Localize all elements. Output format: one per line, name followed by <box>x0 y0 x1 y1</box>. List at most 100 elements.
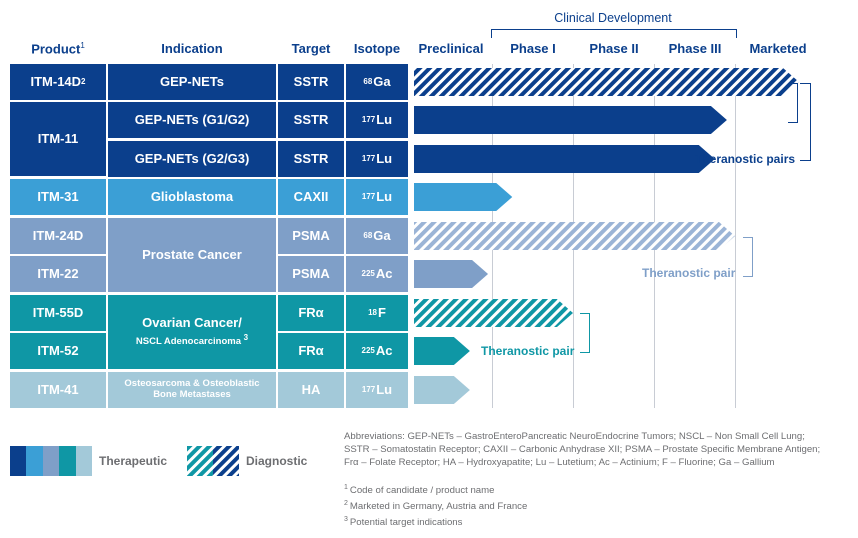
swatch-navy <box>10 446 27 476</box>
legend-diagnostic-label: Diagnostic <box>246 454 308 468</box>
product-itm-11: ITM-11 <box>10 102 106 176</box>
theranostic-pairs-label: Theranostic pairs <box>695 152 796 166</box>
isotope-element: Ac <box>375 342 393 358</box>
product-note: 2 <box>81 77 86 87</box>
isotope-element: Lu <box>376 150 393 166</box>
legend-therapeutic-label: Therapeutic <box>99 454 168 468</box>
product-label: ITM-11 <box>37 130 79 146</box>
target-cell: FRα <box>278 333 344 369</box>
indication-osteosarcoma: Osteosarcoma & Osteoblastic Bone Metasta… <box>108 372 276 408</box>
header-phase-2: Phase II <box>589 41 639 56</box>
progress-arrow-7 <box>414 337 470 365</box>
progress-arrow-1 <box>414 106 727 134</box>
legend-therapeutic-swatches <box>10 446 93 476</box>
target-cell: SSTR <box>278 141 344 177</box>
indication-glioblastoma: Glioblastoma <box>108 179 276 215</box>
grid-line-marketed <box>735 64 736 408</box>
abbreviations-line: Abbreviations: GEP-NETs – GastroEnteroPa… <box>344 431 805 442</box>
swatch-grey-blue <box>42 446 60 476</box>
footnote-number: 1 <box>344 484 348 491</box>
isotope-element: F <box>377 304 386 320</box>
product-label: ITM-55D <box>32 304 84 320</box>
bracket-gep-inner <box>788 83 798 123</box>
header-phase-4: Marketed <box>749 41 807 56</box>
clinical-development-bracket <box>491 29 737 38</box>
header-phase-0: Preclinical <box>418 41 484 56</box>
target-cell: HA <box>278 372 344 408</box>
product-label: ITM-14D <box>30 73 82 89</box>
product-itm-55d: ITM-55D <box>10 295 106 331</box>
isotope-element: Lu <box>376 188 393 204</box>
header-clinical-development: Clinical Development <box>554 11 672 25</box>
indication-ovarian-cancer: Ovarian Cancer/ NSCL Adenocarcinoma 3 <box>108 295 276 369</box>
footnote-text: Code of candidate / product name <box>349 485 495 497</box>
progress-arrow-4 <box>414 222 735 250</box>
isotope-element: Lu <box>376 381 393 397</box>
isotope-mass: 18 <box>368 308 377 318</box>
product-itm-24d: ITM-24D <box>10 218 106 254</box>
progress-arrow-6 <box>414 299 573 327</box>
isotope-element: Lu <box>376 111 393 127</box>
product-itm-31: ITM-31 <box>10 179 106 215</box>
isotope-element: Ga <box>373 73 391 89</box>
header-product-note: 1 <box>80 41 85 50</box>
product-itm-22: ITM-22 <box>10 256 106 292</box>
product-label: ITM-24D <box>32 227 84 243</box>
product-label: ITM-31 <box>37 188 79 204</box>
indication-gep-nets-g2g3: GEP-NETs (G2/G3) <box>108 141 276 177</box>
product-label: ITM-22 <box>37 265 79 281</box>
target-cell: SSTR <box>278 64 344 100</box>
abbreviations-line: Frα – Folate Receptor; HA – Hydroxyapati… <box>344 457 775 468</box>
swatch-light-blue <box>75 446 93 476</box>
progress-arrow-5 <box>414 260 489 288</box>
indication-osteo-line2: Bone Metastases <box>153 389 231 400</box>
target-cell: FRα <box>278 295 344 331</box>
bracket-fra <box>580 313 590 353</box>
indication-osteo-line1: Osteosarcoma & Osteoblastic <box>124 378 260 390</box>
bracket-psma <box>743 237 753 277</box>
header-isotope: Isotope <box>353 41 401 56</box>
isotope-mass: 68 <box>363 77 373 87</box>
progress-arrow-2 <box>414 145 715 173</box>
footnote-number: 2 <box>344 500 348 507</box>
swatch-teal <box>59 446 76 476</box>
isotope-mass: 177 <box>361 192 376 202</box>
product-label: ITM-41 <box>37 381 79 397</box>
isotope-mass: 177 <box>361 115 376 125</box>
theranostic-pair-fra-label: Theranostic pair <box>481 344 575 358</box>
abbreviations: Abbreviations: GEP-NETs – GastroEnteroPa… <box>344 430 854 469</box>
target-cell: CAXII <box>278 179 344 215</box>
product-label: ITM-52 <box>37 342 79 358</box>
indication-ovarian-line2-wrap: NSCL Adenocarcinoma 3 <box>136 333 248 348</box>
grid-line-phase3 <box>654 64 655 408</box>
swatch-mid-blue <box>26 446 43 476</box>
header-phase-3: Phase III <box>668 41 722 56</box>
footnote-number: 3 <box>344 516 348 523</box>
indication-gep-nets-g1g2: GEP-NETs (G1/G2) <box>108 102 276 138</box>
header-phase-1: Phase I <box>510 41 556 56</box>
target-cell: PSMA <box>278 218 344 254</box>
indication-gep-nets: GEP-NETs <box>108 64 276 100</box>
progress-arrow-8 <box>414 376 470 404</box>
isotope-mass: 68 <box>363 231 373 241</box>
footnote-text: Potential target indications <box>349 517 463 529</box>
footnote-text: Marketed in Germany, Austria and France <box>349 501 528 513</box>
indication-prostate-cancer: Prostate Cancer <box>108 218 276 292</box>
theranostic-pair-psma-label: Theranostic pair <box>642 266 736 280</box>
indication-ovarian-line2: NSCL Adenocarcinoma <box>135 336 241 348</box>
target-cell: SSTR <box>278 102 344 138</box>
isotope-mass: 225 <box>361 269 375 279</box>
indication-ovarian-line1: Ovarian Cancer/ <box>142 314 242 330</box>
